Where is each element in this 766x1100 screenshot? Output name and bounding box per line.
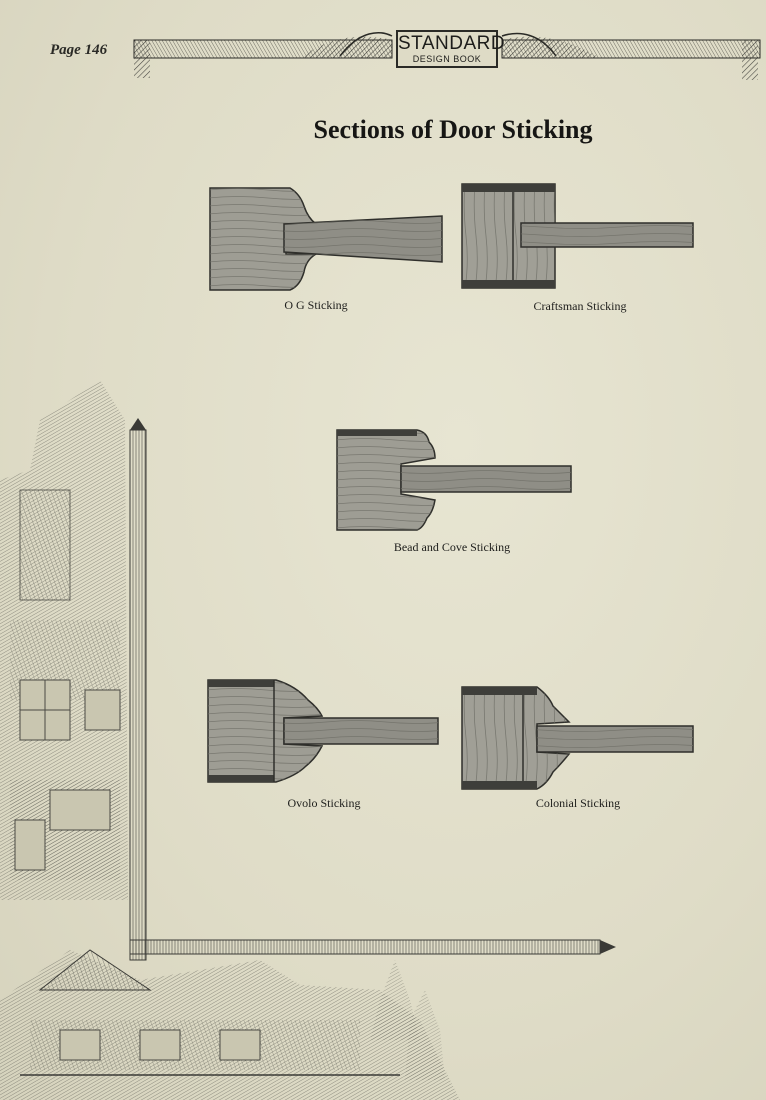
og-sticking-caption: O G Sticking bbox=[284, 298, 348, 312]
ovolo-sticking-section bbox=[207, 679, 439, 783]
logo-main-text: STANDARD bbox=[398, 33, 506, 54]
logo-sub-text: DESIGN BOOK bbox=[412, 54, 482, 64]
craftsman-sticking-caption: Craftsman Sticking bbox=[533, 299, 627, 313]
colonial-sticking-section bbox=[461, 686, 694, 790]
ovolo-sticking-caption: Ovolo Sticking bbox=[287, 796, 361, 810]
colonial-sticking-caption: Colonial Sticking bbox=[535, 796, 621, 810]
page-number: Page 146 bbox=[50, 42, 108, 58]
og-sticking-section bbox=[209, 187, 443, 291]
bead-and-cove-sticking-section bbox=[336, 429, 572, 531]
standard-design-book-logo: STANDARD DESIGN BOOK bbox=[396, 30, 506, 68]
header-ornament bbox=[133, 31, 761, 80]
bead-and-cove-sticking-caption: Bead and Cove Sticking bbox=[393, 540, 511, 554]
page-title: Sections of Door Sticking bbox=[313, 115, 593, 144]
craftsman-sticking-section bbox=[461, 183, 694, 289]
